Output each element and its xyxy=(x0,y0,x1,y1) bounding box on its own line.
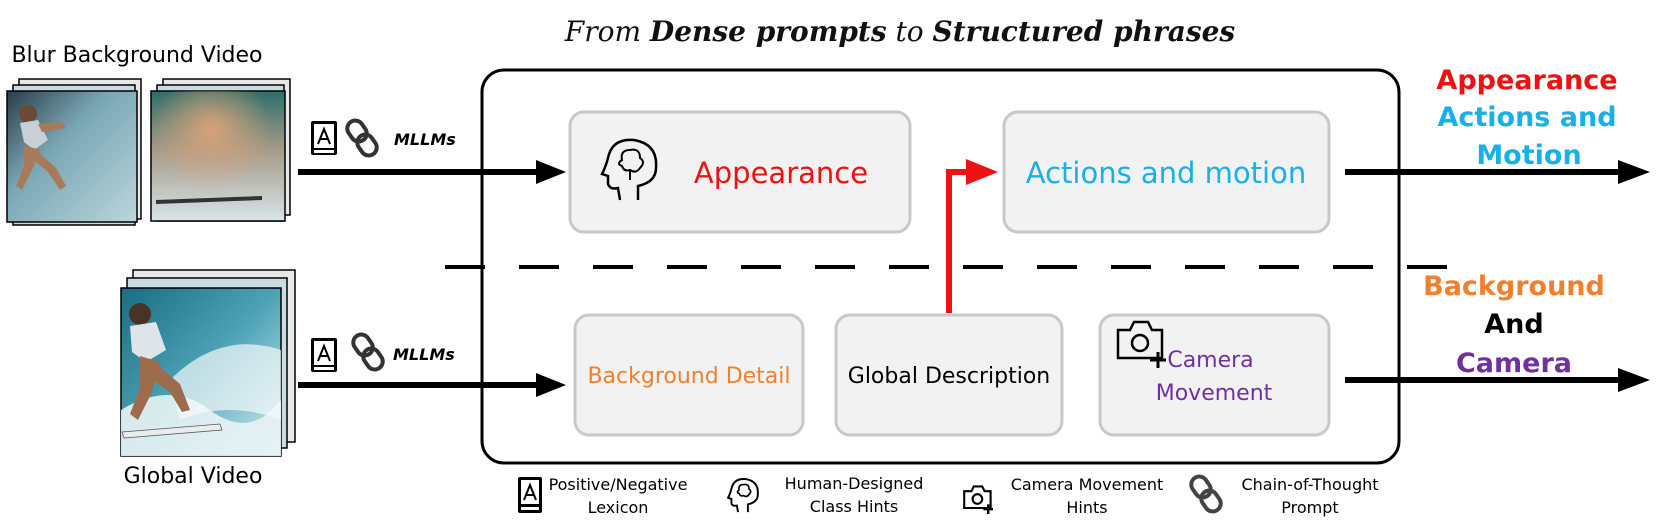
legend-class-hints-line1: Human-Designed xyxy=(785,474,924,493)
head-icon xyxy=(600,138,658,201)
legend-item-camera-hints: Camera Movement Hints xyxy=(963,475,1164,517)
global-description-label: Global Description xyxy=(848,364,1050,389)
legend: Positive/Negative Lexicon Human-Designed… xyxy=(518,474,1379,517)
legend-cot-line1: Chain-of-Thought xyxy=(1241,475,1378,494)
chain-icon xyxy=(345,118,379,158)
title-word-structured: Structured phrases xyxy=(933,15,1236,48)
surfer-figure-blur xyxy=(16,105,66,190)
camera-movement-line2: Movement xyxy=(1156,381,1273,406)
actions-label: Actions and motion xyxy=(1026,156,1306,190)
title-prefix: From xyxy=(564,15,641,48)
book-icon xyxy=(518,477,542,513)
camera-movement-label: Camera Movement xyxy=(1156,348,1273,406)
title-word-dense: Dense prompts xyxy=(649,15,887,48)
legend-cot-line2: Prompt xyxy=(1281,498,1338,517)
global-video-frames xyxy=(120,269,296,457)
chain-icon xyxy=(351,332,385,372)
arrow-head xyxy=(1618,160,1650,184)
global-video-label: Global Video xyxy=(124,464,263,489)
actions-box xyxy=(1002,110,1331,234)
output-motion: Motion xyxy=(1476,140,1581,171)
head-icon xyxy=(726,478,759,513)
arrow-head xyxy=(536,373,566,397)
output-appearance: Appearance xyxy=(1436,65,1617,96)
book-icon xyxy=(311,121,337,155)
arrow-head xyxy=(1618,368,1650,392)
legend-class-hints-line2: Class Hints xyxy=(810,497,898,516)
diagram-title: From Dense prompts to Structured phrases xyxy=(564,15,1236,48)
camera-icon xyxy=(1116,320,1166,368)
title-middle: to xyxy=(896,15,924,48)
appearance-box xyxy=(568,110,912,234)
arrow-head xyxy=(536,160,566,184)
legend-lexicon-line1: Positive/Negative xyxy=(549,475,688,494)
legend-item-class-hints: Human-Designed Class Hints xyxy=(726,474,924,516)
camera-movement-line1: Camera xyxy=(1167,348,1253,373)
output-camera: Camera xyxy=(1456,348,1572,379)
global-description-box xyxy=(834,313,1064,437)
red-arrow-global-to-actions xyxy=(946,169,968,313)
legend-camera-hints-line1: Camera Movement xyxy=(1011,475,1164,494)
red-arrow-head xyxy=(966,159,998,185)
output-and: And xyxy=(1484,309,1543,340)
camera-movement-box xyxy=(1098,313,1331,437)
output-actions: Actions and xyxy=(1437,102,1616,133)
camera-icon xyxy=(963,485,994,515)
appearance-label: Appearance xyxy=(694,156,868,190)
legend-item-lexicon: Positive/Negative Lexicon xyxy=(518,475,687,517)
mllm-label-bottom: MLLMs xyxy=(393,345,455,364)
background-detail-box xyxy=(573,313,805,437)
legend-item-chain-of-thought: Chain-of-Thought Prompt xyxy=(1189,474,1379,517)
book-icon xyxy=(311,338,337,372)
blur-video-frames-right xyxy=(150,78,291,222)
surfer-figure-global xyxy=(121,303,223,439)
output-background: Background xyxy=(1423,271,1605,302)
legend-lexicon-line2: Lexicon xyxy=(588,498,649,517)
mllm-label-top: MLLMs xyxy=(394,130,456,149)
legend-camera-hints-line2: Hints xyxy=(1066,498,1107,517)
blur-video-frames-left xyxy=(6,78,142,226)
background-detail-label: Background Detail xyxy=(587,364,790,389)
blur-video-label: Blur Background Video xyxy=(11,43,262,68)
chain-icon xyxy=(1189,474,1223,514)
